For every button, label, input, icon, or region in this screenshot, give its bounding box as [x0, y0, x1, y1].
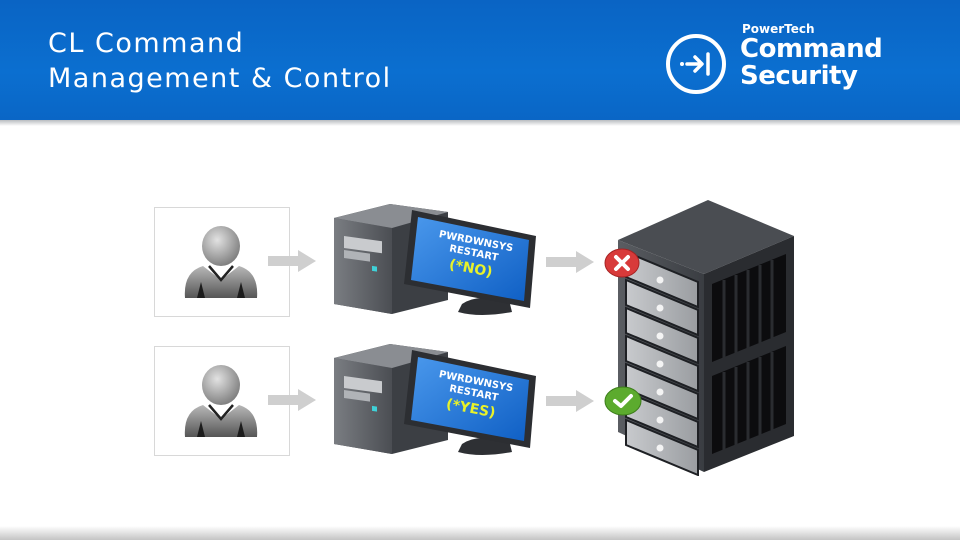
arrow-icon [268, 250, 316, 272]
enter-arrow-icon [666, 34, 726, 94]
logo-brand: PowerTech [742, 22, 815, 36]
title-line-1: CL Command [48, 28, 245, 59]
arrow-icon [268, 389, 316, 411]
header-divider [0, 120, 960, 126]
arrow-icon [546, 390, 594, 412]
server-rack-icon [618, 200, 794, 476]
rack-bay-light [656, 276, 664, 284]
rack-bay-light [656, 360, 664, 368]
logo-product-name: Command Security [740, 34, 883, 91]
user-box [154, 207, 290, 317]
command-security-logo: PowerTech Command Security [664, 20, 924, 100]
rack-bay-light [656, 332, 664, 340]
check-icon [604, 386, 642, 416]
slide-footer [0, 526, 960, 540]
logo-product-line-2: Security [740, 61, 858, 91]
rack-bay-light [656, 444, 664, 452]
logo-product-line-1: Command [740, 34, 883, 64]
user-icon [184, 226, 258, 298]
user-box [154, 346, 290, 456]
slide-title: CL Command Management & Control [48, 26, 392, 96]
title-line-2: Management & Control [48, 63, 392, 94]
rack-bay-light [656, 304, 664, 312]
arrow-icon [546, 251, 594, 273]
rack-bay-light [656, 416, 664, 424]
slide-header: CL Command Management & Control PowerTec… [0, 0, 960, 120]
rack-bay-light [656, 388, 664, 396]
computer-icon [334, 204, 536, 315]
x-icon [604, 248, 640, 278]
computer-icon [334, 344, 536, 455]
user-icon [184, 365, 258, 437]
